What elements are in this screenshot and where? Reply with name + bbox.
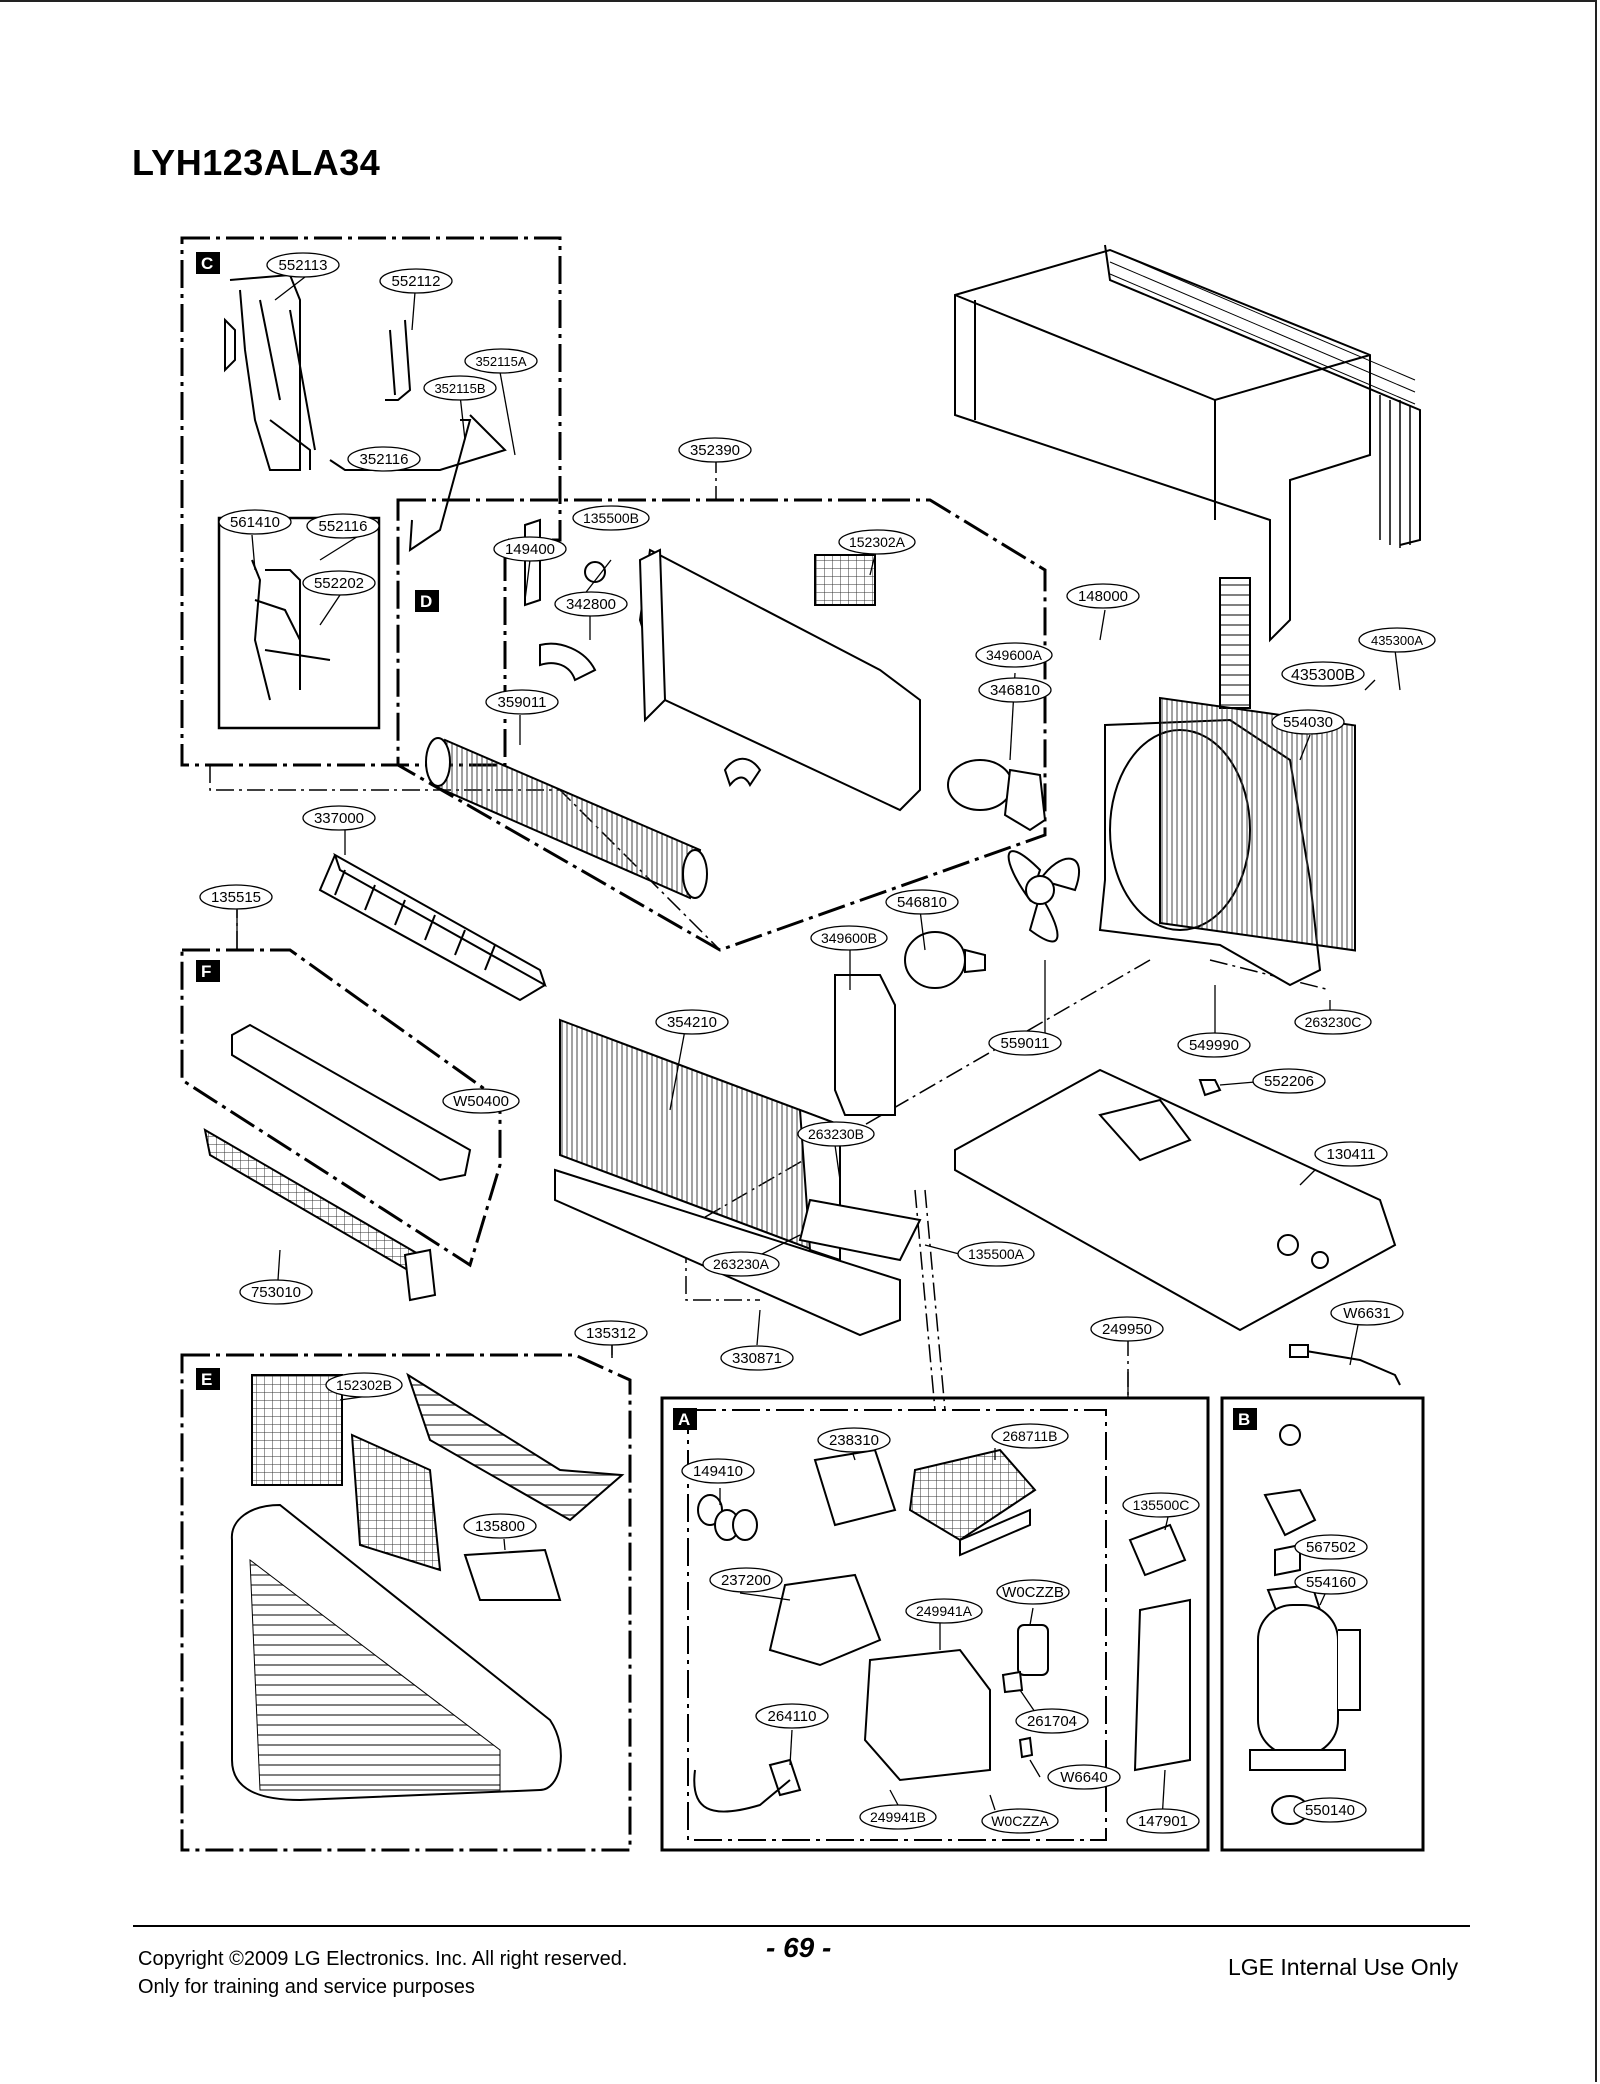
sensor-552206	[1198, 1079, 1222, 1097]
part-label: 147901	[1138, 1813, 1188, 1830]
part-label: 567502	[1306, 1539, 1356, 1556]
page-number: - 69 -	[766, 1932, 832, 1963]
part-label: 352115A	[475, 354, 526, 369]
blower-assembly	[524, 518, 1047, 832]
section-tabs: C D F E A B	[196, 252, 1257, 1430]
section-tab-e: E	[201, 1370, 212, 1389]
part-label: 359011	[498, 694, 547, 711]
section-a-parts	[693, 1448, 1191, 1813]
footer-internal-use: LGE Internal Use Only	[1228, 1954, 1459, 1980]
model-title: LYH123ALA34	[132, 142, 381, 183]
compressor	[1249, 1424, 1361, 1825]
part-label: 268711B	[1002, 1428, 1057, 1444]
sub-box-c	[217, 516, 381, 730]
part-label: 249941A	[916, 1603, 973, 1619]
filter-guard	[318, 852, 547, 1002]
part-label: 152302B	[336, 1377, 392, 1393]
power-cord-w6631	[1289, 1344, 1401, 1386]
part-label: 330871	[732, 1350, 782, 1367]
part-label: 550140	[1305, 1802, 1355, 1819]
part-label: 261704	[1027, 1713, 1077, 1730]
footer-rule	[133, 1925, 1470, 1927]
section-tab-a: A	[678, 1410, 690, 1429]
section-f-parts	[203, 1023, 472, 1302]
footer-copyright: Copyright ©2009 LG Electronics. Inc. All…	[138, 1948, 628, 1970]
section-tab-b: B	[1238, 1410, 1250, 1429]
part-label: W50400	[453, 1093, 509, 1110]
part-label: 546810	[897, 894, 947, 911]
part-label: 152302A	[849, 534, 906, 550]
part-label: 135312	[586, 1325, 636, 1342]
part-label: 559011	[1001, 1035, 1050, 1052]
part-label: 561410	[230, 514, 280, 531]
part-label: 149410	[693, 1463, 743, 1480]
part-label: 135500B	[583, 510, 639, 526]
part-label: 554030	[1283, 714, 1333, 731]
section-tab-c: C	[201, 254, 213, 273]
section-outlines	[180, 236, 1425, 1852]
part-label: 263230C	[1305, 1014, 1362, 1030]
part-label: 552206	[1264, 1073, 1314, 1090]
part-label: 135500C	[1133, 1497, 1190, 1513]
fan-blade	[1007, 850, 1081, 943]
part-label: 263230A	[713, 1256, 770, 1272]
part-label: 354210	[667, 1014, 717, 1031]
part-label: 349600B	[821, 930, 877, 946]
part-label: W6631	[1343, 1305, 1391, 1322]
part-labels: 552113 552112 352115A 352115B 352116 561…	[211, 257, 1423, 1830]
part-label: 249950	[1102, 1321, 1152, 1338]
part-label: 554160	[1306, 1574, 1356, 1591]
part-label: 249941B	[870, 1809, 926, 1825]
part-label: 352116	[360, 451, 409, 468]
part-label: 337000	[314, 810, 364, 827]
part-label: 552113	[279, 257, 328, 274]
part-label: 435300A	[1371, 633, 1423, 648]
housing-sleeve	[954, 248, 1371, 709]
section-e-parts	[230, 1372, 625, 1802]
condenser-coil	[1159, 696, 1356, 952]
part-label: 149400	[505, 541, 555, 558]
part-label: 263230B	[808, 1126, 864, 1142]
blower-wheel	[425, 737, 708, 900]
part-label: 552202	[314, 575, 364, 592]
part-label: 264110	[768, 1708, 817, 1725]
part-label: W0CZZA	[991, 1813, 1049, 1829]
part-label: 148000	[1078, 588, 1128, 605]
part-label: 349600A	[986, 647, 1043, 663]
sub-box-a	[687, 1409, 1107, 1841]
footer-purpose: Only for training and service purposes	[138, 1976, 475, 1998]
part-label: 549990	[1189, 1037, 1239, 1054]
part-label-ovals	[199, 252, 1436, 1834]
part-label: 352390	[690, 442, 740, 459]
fan-motor	[834, 931, 986, 1116]
part-label: 237200	[721, 1572, 771, 1589]
part-label: 552116	[319, 518, 368, 535]
section-tab-d: D	[420, 592, 432, 611]
part-label: 552112	[392, 273, 441, 290]
part-label: 342800	[566, 596, 616, 613]
rear-grille	[1104, 244, 1421, 548]
tubing-section-c	[224, 273, 507, 701]
part-label: 135515	[211, 889, 261, 906]
footer-copyright-block: Copyright ©2009 LG Electronics. Inc. All…	[138, 1945, 627, 2001]
part-label: 135800	[475, 1518, 525, 1535]
part-label: 346810	[990, 682, 1040, 699]
part-label: 435300B	[1291, 667, 1355, 684]
part-label: 352115B	[434, 381, 485, 396]
section-tab-f: F	[201, 962, 211, 981]
part-label: 135500A	[968, 1246, 1025, 1262]
part-label: 753010	[251, 1284, 301, 1301]
part-label: W0CZZB	[1002, 1584, 1064, 1601]
part-label: W6640	[1060, 1769, 1108, 1786]
base-pan	[954, 1068, 1397, 1332]
part-label: 130411	[1327, 1146, 1376, 1163]
part-label: 238310	[829, 1432, 879, 1449]
